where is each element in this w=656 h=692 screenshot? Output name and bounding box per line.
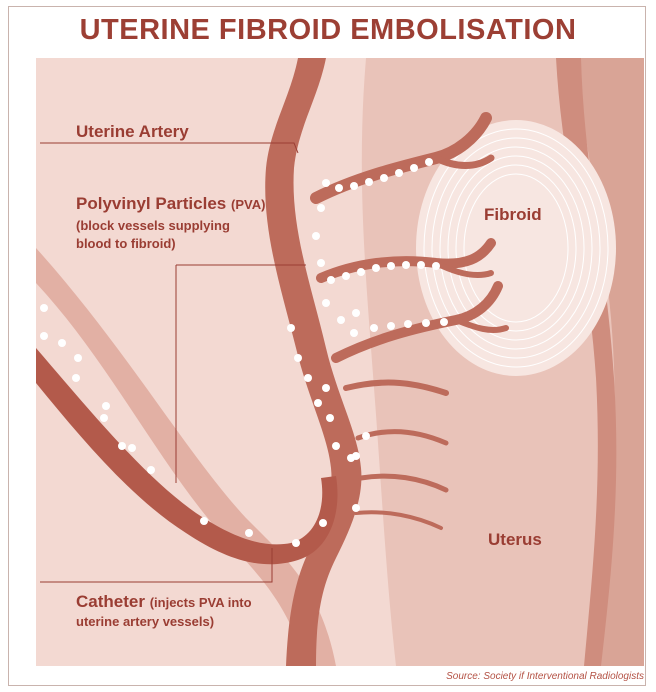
pva-abbrev-text: (PVA) [231,197,265,212]
catheter-title-text: Catheter [76,592,145,611]
label-pva-desc-1: (block vessels supplying [76,218,230,234]
label-pva-desc-2: blood to fibroid) [76,236,176,252]
label-pva-title: Polyvinyl Particles (PVA) [76,194,265,214]
label-uterine-artery: Uterine Artery [76,122,189,142]
label-fibroid: Fibroid [484,205,542,225]
diagram-title: UTERINE FIBROID EMBOLISATION [0,14,656,47]
label-catheter: Catheter (injects PVA into [76,592,252,612]
embolisation-illustration [36,58,644,666]
catheter-desc-1-text: (injects PVA into [150,595,252,610]
source-credit: Source: Society if Interventional Radiol… [446,671,644,682]
pva-title-text: Polyvinyl Particles [76,194,226,213]
label-catheter-desc-2: uterine artery vessels) [76,614,214,630]
label-uterus: Uterus [488,530,542,550]
